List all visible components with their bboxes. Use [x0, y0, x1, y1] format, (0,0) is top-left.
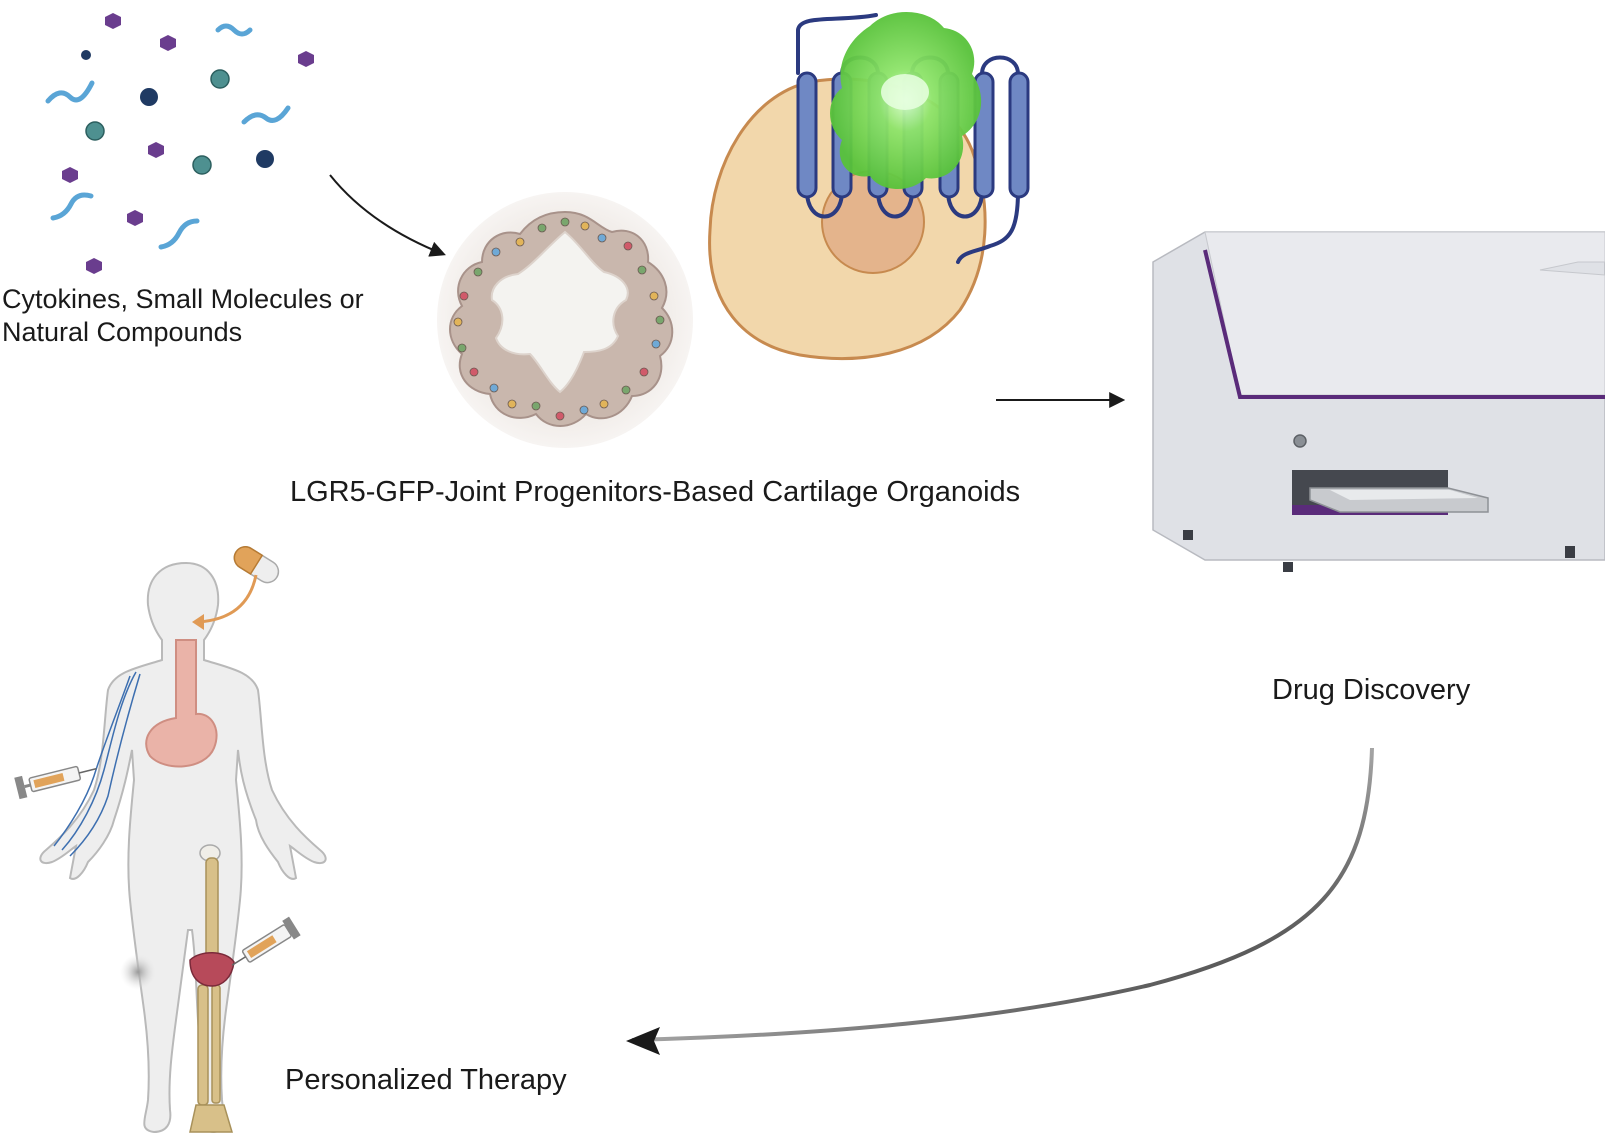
syringe-icon [14, 765, 97, 800]
human-body-icon [14, 546, 327, 1134]
compounds-label-line1: Cytokines, Small Molecules or [2, 284, 364, 314]
arrow-head-therapy [626, 1027, 660, 1055]
gfp-cell-receptor-icon [708, 11, 1030, 361]
pill-capsule-icon [233, 546, 280, 584]
therapy-label: Personalized Therapy [285, 1064, 567, 1096]
arrow-drug-to-therapy [631, 747, 1374, 1042]
arrow-compounds-to-organoid [329, 174, 446, 257]
syringe-icon [231, 916, 301, 966]
compounds-label: Cytokines, Small Molecules or Natural Co… [2, 283, 364, 349]
drug-discovery-label: Drug Discovery [1272, 674, 1471, 706]
organoids-label: LGR5-GFP-Joint Progenitors-Based Cartila… [290, 476, 1021, 508]
molecule-cluster-icon [45, 13, 314, 274]
compounds-label-line2: Natural Compounds [2, 317, 243, 347]
plate-reader-instrument-icon [1152, 231, 1605, 572]
cartilage-organoid-icon [437, 192, 693, 448]
arrow-pill-to-mouth [197, 574, 258, 624]
gfp-protein-icon [830, 11, 982, 190]
